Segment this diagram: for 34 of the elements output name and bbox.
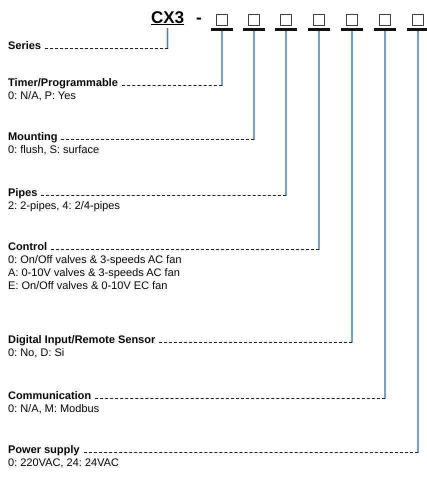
option-text: 0: flush, S: surface	[8, 144, 100, 157]
separator-dash: -	[196, 8, 202, 28]
option-heading: Series	[8, 40, 42, 53]
code-slot	[243, 12, 265, 31]
option-heading: Pipes	[8, 187, 38, 200]
option-heading: Timer/Programmable	[8, 77, 118, 90]
option-heading: Communication	[8, 390, 92, 403]
code-slot	[308, 12, 330, 31]
option-heading: Power supply	[8, 444, 80, 457]
code-slot	[374, 12, 396, 31]
leader-line	[221, 31, 223, 86]
option-heading: Control	[8, 241, 48, 254]
code-slot	[275, 12, 297, 31]
leader-line	[417, 31, 419, 453]
option-text: 2: 2-pipes, 4: 2/4-pipes	[8, 200, 121, 213]
leader-line	[351, 31, 353, 343]
leader-line	[253, 31, 255, 140]
code-slot	[341, 12, 363, 31]
leader-line	[384, 31, 386, 399]
code-slot	[211, 12, 233, 31]
series-code: CX3	[151, 8, 184, 28]
option-text: 0: 220VAC, 24: 24VAC	[8, 457, 120, 470]
option-text: 0: No, D: Si	[8, 347, 66, 360]
option-text: E: On/Off valves & 0-10V EC fan	[8, 280, 168, 293]
option-heading: Digital Input/Remote Sensor	[8, 334, 156, 347]
option-text: 0: N/A, P: Yes	[8, 90, 77, 103]
option-text: 0: On/Off valves & 3-speeds AC fan	[8, 254, 182, 267]
code-slot	[407, 12, 427, 31]
leader-line	[285, 31, 287, 196]
option-text: 0: N/A, M: Modbus	[8, 403, 100, 416]
option-text: A: 0-10V valves & 3-speeds AC fan	[8, 267, 181, 280]
leader-line	[318, 31, 320, 250]
leader-line	[166, 28, 168, 49]
option-heading: Mounting	[8, 131, 58, 144]
